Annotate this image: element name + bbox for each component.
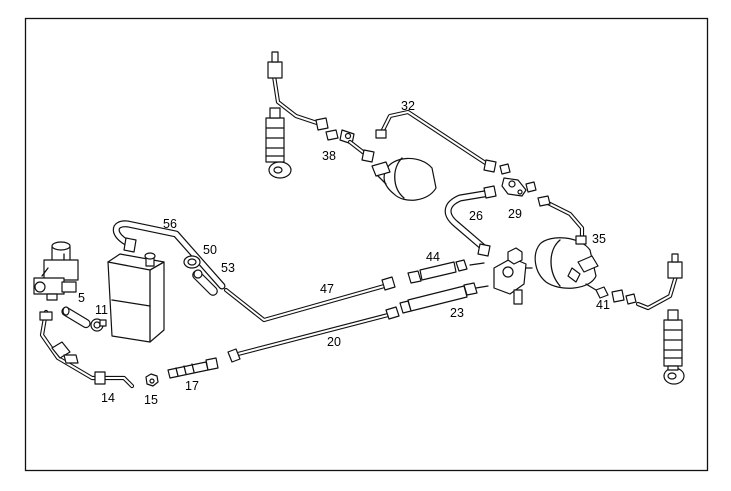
label-20: 20 [327, 335, 341, 349]
label-15: 15 [144, 393, 158, 407]
part-35-line [537, 195, 587, 245]
label-26: 26 [469, 209, 483, 223]
accumulator-right [534, 237, 599, 289]
label-35: 35 [592, 232, 606, 246]
label-44: 44 [426, 250, 440, 264]
part-15-nut [145, 373, 159, 387]
distribution-valve [493, 247, 533, 305]
label-17: 17 [185, 379, 199, 393]
part-53-sleeve [192, 269, 218, 296]
part-38-fittings [325, 129, 375, 163]
part-50-clamp [183, 255, 201, 269]
part-23-hose [399, 282, 489, 314]
label-41: 41 [596, 298, 610, 312]
label-23: 23 [450, 306, 464, 320]
callout-labels: 5 11 14 15 17 20 23 26 29 32 35 38 41 44… [78, 99, 610, 407]
suspension-strut-left [265, 51, 329, 179]
label-56: 56 [163, 217, 177, 231]
part-5-hose [61, 306, 91, 329]
part-56-hose [112, 220, 226, 290]
label-38: 38 [322, 149, 336, 163]
label-53: 53 [221, 261, 235, 275]
part-29-bracket [501, 177, 537, 197]
part-32-line [375, 109, 511, 175]
label-11: 11 [95, 303, 108, 317]
label-5: 5 [78, 291, 85, 305]
label-29: 29 [508, 207, 522, 221]
fluid-reservoir [107, 252, 165, 343]
label-14: 14 [101, 391, 115, 405]
part-26-hose [444, 185, 497, 257]
part-20-line [227, 306, 400, 363]
line-valve-to-14 [39, 309, 135, 389]
label-32: 32 [401, 99, 415, 113]
label-50: 50 [203, 243, 217, 257]
part-44-hose [407, 259, 485, 284]
diagram-frame [24, 17, 709, 472]
pressure-valve-assembly [33, 241, 79, 301]
part-41-fittings [585, 283, 637, 305]
part-11-clamp [90, 318, 107, 332]
accumulator-top [371, 157, 437, 201]
label-47: 47 [320, 282, 334, 296]
part-17-fitting [167, 357, 219, 379]
suspension-strut-right [635, 253, 685, 385]
part-47-line [223, 276, 396, 323]
